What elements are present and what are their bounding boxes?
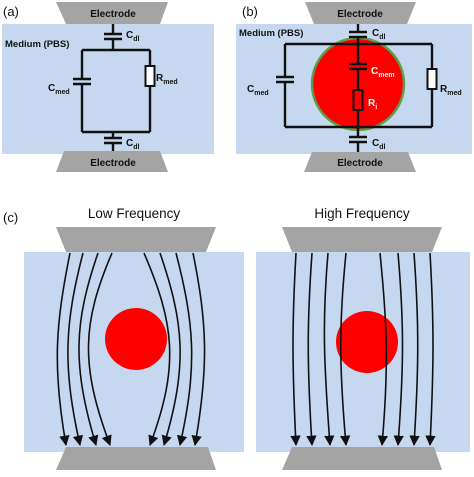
rmed-label: Rmed xyxy=(440,84,462,97)
field-line-arrow xyxy=(78,252,99,446)
field-line-arrow xyxy=(323,252,335,447)
electrode-top xyxy=(305,2,416,24)
circuit-b xyxy=(276,24,438,152)
circuit-a xyxy=(73,24,156,151)
electrode-top-label: Electrode xyxy=(90,9,136,20)
field-lines-high xyxy=(290,252,436,447)
medium-label: Medium (PBS) xyxy=(5,39,69,50)
medium-label: Medium (PBS) xyxy=(239,28,303,39)
rmed-resistor xyxy=(144,65,156,87)
panel-b-label: (b) xyxy=(242,4,258,19)
panel-a: (a) Medium (PBS) Electrode Electrode xyxy=(2,2,214,172)
field-line-arrow xyxy=(159,252,181,446)
cell xyxy=(105,308,167,370)
field-line-arrow xyxy=(143,252,171,446)
cdl-top-label: Cdl xyxy=(126,30,140,43)
field-line-arrow xyxy=(67,252,84,447)
electrode-bottom-label: Electrode xyxy=(90,158,136,169)
field-line-arrow xyxy=(290,252,301,447)
low-frequency-panel xyxy=(24,227,244,470)
field-line-arrow xyxy=(306,252,317,447)
electrode-top xyxy=(56,227,216,252)
field-lines-low xyxy=(56,252,206,447)
electrode-top-label: Electrode xyxy=(337,9,383,20)
high-frequency-title: High Frequency xyxy=(314,206,410,221)
cmed-label: Cmed xyxy=(48,83,70,96)
cmed-label: Cmed xyxy=(247,84,269,97)
high-frequency-panel xyxy=(256,227,470,470)
ri-resistor xyxy=(352,89,364,111)
cdl-top-label: Cdl xyxy=(372,28,386,41)
ri-label: Ri xyxy=(368,98,377,111)
electrode-bottom xyxy=(56,447,216,470)
electrode-top xyxy=(56,2,168,24)
field-line-arrow xyxy=(56,252,71,447)
cdl-bottom-label: Cdl xyxy=(372,138,386,151)
electrode-bottom xyxy=(304,152,416,172)
cmem-label: Cmem xyxy=(371,66,395,79)
panel-c: (c) Low Frequency High Frequency xyxy=(3,206,470,470)
panel-b: (b) Medium (PBS) Electrode Electrode xyxy=(236,2,472,172)
field-line-arrow xyxy=(377,252,388,447)
electrode-bottom xyxy=(56,151,168,172)
electrode-top xyxy=(282,227,442,252)
field-line-arrow xyxy=(191,252,206,447)
panel-a-label: (a) xyxy=(3,4,19,19)
field-line-arrow xyxy=(87,252,113,446)
field-line-arrow xyxy=(409,252,420,447)
rmed-resistor xyxy=(426,68,438,90)
field-line-arrow xyxy=(425,252,436,447)
rmed-label: Rmed xyxy=(156,73,178,86)
electrode-bottom xyxy=(282,447,442,470)
electrode-bottom-label: Electrode xyxy=(337,158,383,169)
field-line-arrow xyxy=(393,252,404,447)
low-frequency-title: Low Frequency xyxy=(88,206,181,221)
cdl-bottom-label: Cdl xyxy=(126,138,140,151)
cell xyxy=(336,311,398,373)
panel-c-label: (c) xyxy=(3,210,18,225)
field-line-arrow xyxy=(175,252,193,447)
field-line-arrow xyxy=(339,252,351,447)
